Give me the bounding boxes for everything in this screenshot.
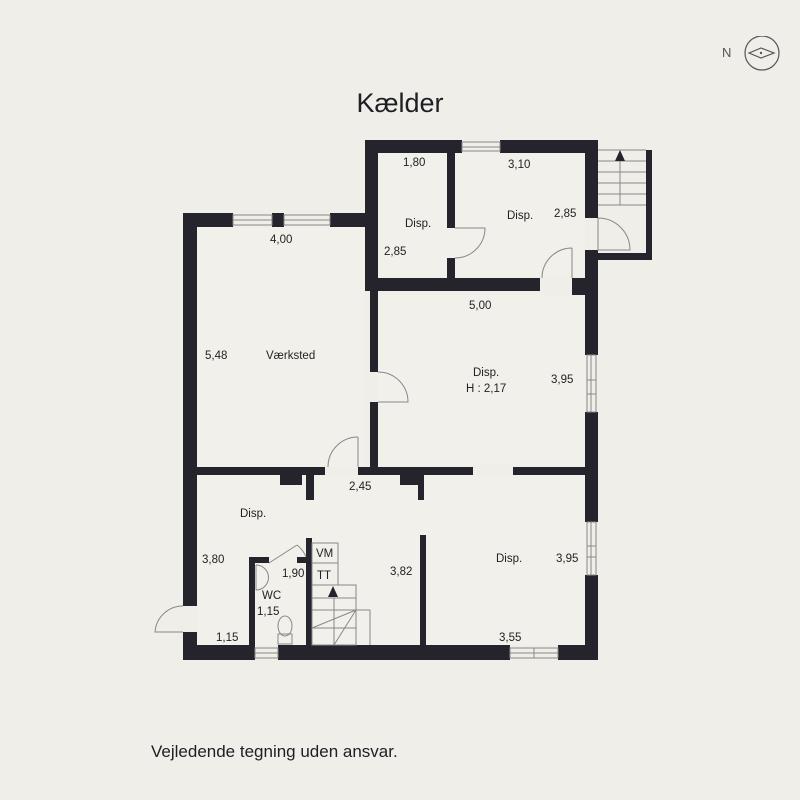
floor-title: Kælder [356, 88, 444, 118]
dim-disp-upper-depth: 2,85 [554, 208, 576, 220]
compass-north-label: N [722, 45, 732, 60]
disclaimer: Vejledende tegning uden ansvar. [151, 742, 398, 761]
dim-lower-left-depth: 3,80 [202, 554, 224, 566]
dim-disp-small-depth: 2,85 [384, 246, 406, 258]
room-disp-center: Disp. [473, 367, 499, 379]
dim-lower-left-width: 2,45 [349, 481, 371, 493]
room-vaerksted: Værksted [266, 350, 315, 362]
dim-lower-left-extra: 1,15 [216, 632, 238, 644]
compass-icon [744, 36, 780, 71]
dim-vaerksted-width: 4,00 [270, 234, 292, 246]
fixture-vm: VM [316, 548, 333, 560]
dim-disp-small-width: 1,80 [403, 157, 425, 169]
dim-hall-depth: 3,82 [390, 566, 412, 578]
room-disp-lower-left: Disp. [240, 508, 266, 520]
walls [183, 140, 652, 660]
room-wc: WC [262, 590, 281, 602]
dim-disp-center-depth: 3,95 [551, 374, 573, 386]
dim-lower-right-width: 3,55 [499, 632, 521, 644]
dim-lower-right-depth: 3,95 [556, 553, 578, 565]
room-disp-center-height: H : 2,17 [466, 383, 506, 395]
room-disp-lower-right: Disp. [496, 553, 522, 565]
stairs-up-arrow-icon [615, 150, 625, 161]
compass: N [722, 36, 782, 72]
dim-vaerksted-depth: 5,48 [205, 350, 227, 362]
fixture-tt: TT [317, 570, 331, 582]
room-disp-upper: Disp. [507, 210, 533, 222]
dim-disp-center-width: 5,00 [469, 300, 491, 312]
room-disp-small: Disp. [405, 218, 431, 230]
dim-wc-width: 1,15 [257, 606, 279, 618]
dim-wc-depth: 1,90 [282, 568, 304, 580]
stairs-up-arrow-icon-2 [328, 586, 338, 597]
windows-doors [154, 141, 646, 659]
dim-disp-upper-width: 3,10 [508, 159, 530, 171]
